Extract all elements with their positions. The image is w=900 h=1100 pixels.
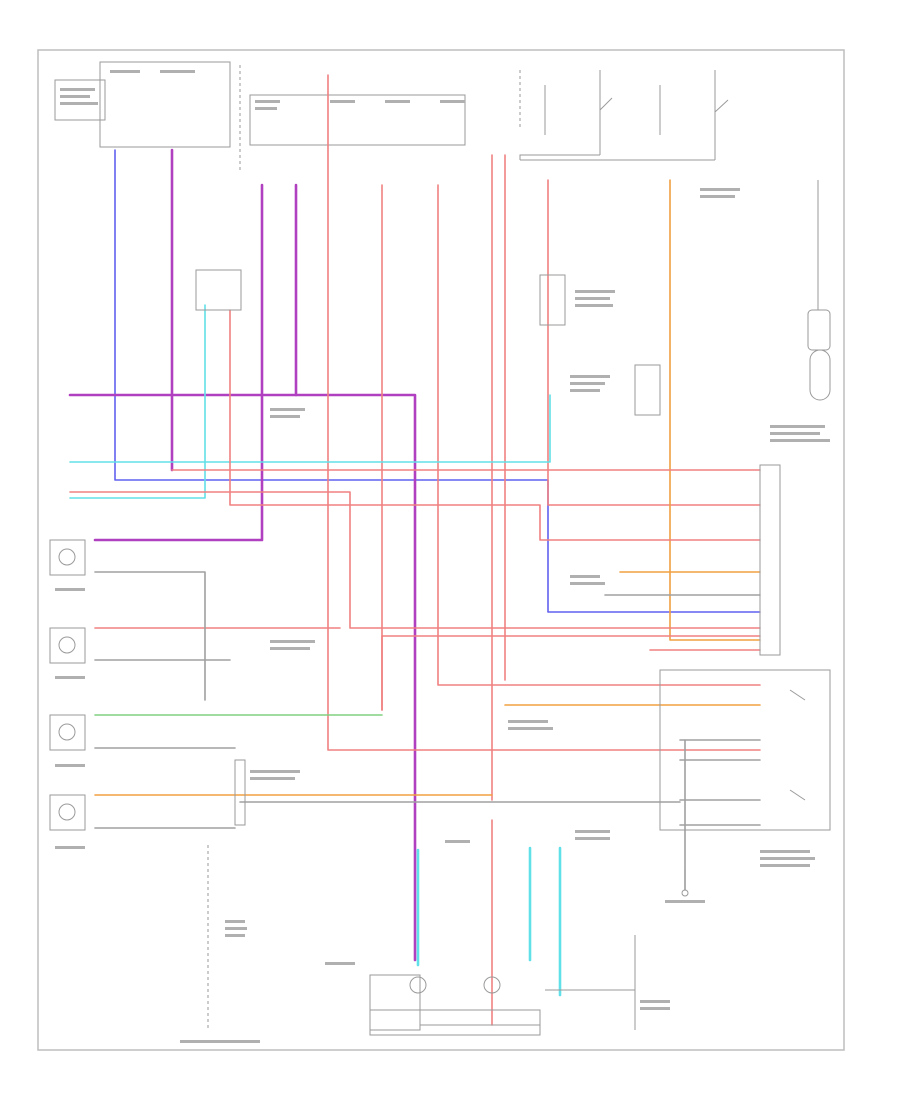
wire-red-1 [327, 74, 761, 751]
wire-orange-1 [669, 179, 761, 641]
lamp-left-3 [49, 714, 86, 751]
wire-purple-2 [93, 183, 264, 542]
wire-red-h2 [69, 491, 761, 629]
wire-cyan-2 [69, 304, 206, 499]
sensor-component [809, 349, 831, 401]
lamp-bottom-1 [369, 974, 421, 1031]
wire-red-h5 [381, 635, 761, 711]
connector-box-1 [195, 269, 242, 311]
wire-cyan-1 [69, 394, 551, 463]
connector-box-2 [539, 274, 566, 326]
label-marks [55, 70, 830, 1043]
wire-gray-1 [94, 571, 206, 701]
wire-purple-main [68, 393, 417, 962]
lamp-left-1 [49, 539, 86, 576]
lamp-bottom-2 [483, 976, 501, 994]
lamp-left-4 [49, 794, 86, 831]
top-right-switches [519, 70, 729, 161]
wire-red-h3 [229, 309, 761, 541]
connector-box-3 [634, 364, 661, 416]
top-fuse-block [54, 61, 521, 170]
module-connector [759, 464, 781, 656]
diagram-border [37, 49, 845, 1051]
resistor-block [807, 309, 831, 351]
connector-box-4 [234, 759, 246, 826]
wire-red-3 [437, 184, 761, 686]
switch-assembly [659, 669, 831, 831]
lamp-left-2 [49, 627, 86, 664]
wire-red-6 [547, 179, 761, 506]
